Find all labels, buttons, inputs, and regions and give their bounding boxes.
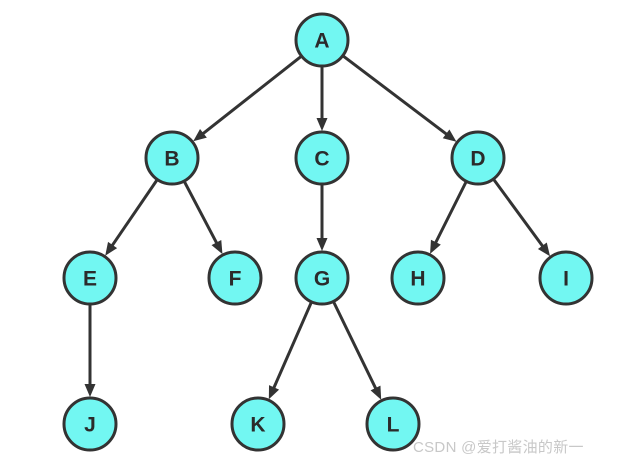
edge-g-l [332,300,382,400]
tree-node-a[interactable]: A [294,12,350,68]
arrow-head-icon [211,240,223,255]
arrow-head-icon [430,239,441,254]
tree-node-j[interactable]: J [62,396,118,452]
edge-line [492,178,546,250]
node-circle[interactable] [294,130,350,186]
arrow-head-icon [316,238,328,251]
node-circle[interactable] [144,130,200,186]
node-circle[interactable] [450,130,506,186]
tree-node-k[interactable]: K [230,396,286,452]
edge-b-e [105,178,159,256]
edge-line [332,300,379,392]
arrow-head-icon [84,384,96,397]
tree-node-b[interactable]: B [144,130,200,186]
edge-d-h [430,180,468,254]
arrow-head-icon [268,385,280,400]
tree-node-c[interactable]: C [294,130,350,186]
edge-line [182,180,220,247]
csdn-watermark: CSDN @爱打酱油的新一 [413,439,584,456]
tree-node-g[interactable]: G [294,250,350,306]
node-circle[interactable] [294,250,350,306]
node-circle[interactable] [538,250,594,306]
node-circle[interactable] [294,12,350,68]
edge-g-k [268,301,313,400]
node-circle[interactable] [365,396,421,452]
arrow-head-icon [537,242,551,257]
edges-layer [84,54,551,400]
arrow-head-icon [193,128,207,142]
edge-c-g [316,184,328,251]
edge-line [271,301,313,391]
node-circle[interactable] [62,396,118,452]
arrow-head-icon [442,129,457,142]
tree-node-d[interactable]: D [450,130,506,186]
edge-a-c [316,66,328,131]
arrow-head-icon [370,385,382,400]
edge-e-j [84,304,96,397]
edge-line [341,54,450,138]
tree-node-e[interactable]: E [62,250,118,306]
node-circle[interactable] [207,250,263,306]
edge-line [109,178,159,249]
node-circle[interactable] [390,250,446,306]
tree-node-l[interactable]: L [365,396,421,452]
arrow-head-icon [105,241,118,256]
edge-b-f [182,180,223,255]
edge-d-i [492,178,551,257]
arrow-head-icon [316,118,328,131]
edge-line [199,54,303,137]
node-circle[interactable] [230,396,286,452]
edge-a-b [193,54,303,142]
node-circle[interactable] [62,250,118,306]
tree-node-i[interactable]: I [538,250,594,306]
edge-line [433,180,468,246]
tree-node-f[interactable]: F [207,250,263,306]
tree-node-h[interactable]: H [390,250,446,306]
edge-a-d [341,54,457,142]
